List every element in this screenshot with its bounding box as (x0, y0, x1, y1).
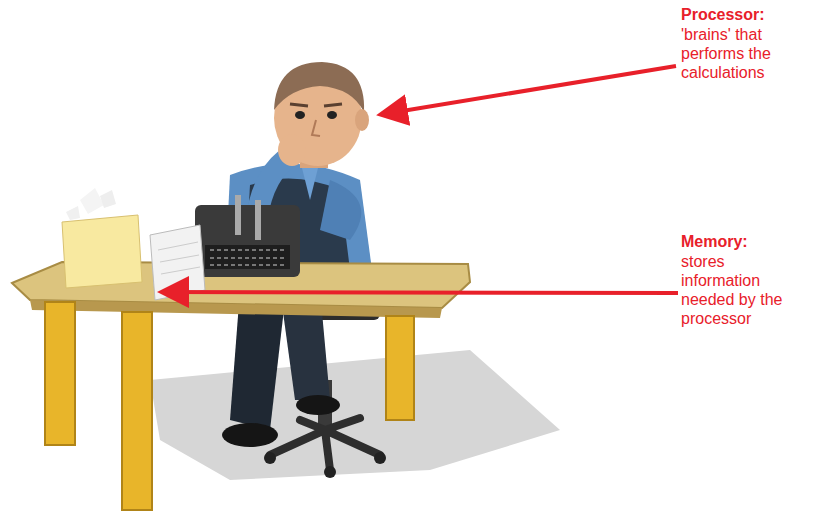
leader-arrow (165, 292, 678, 293)
paper-stack (62, 188, 142, 288)
typewriter (195, 195, 300, 277)
floor-shadow (150, 350, 560, 480)
leader-arrow (384, 66, 676, 114)
man-head (274, 62, 369, 168)
part-name: Memory: (681, 232, 831, 251)
desk (12, 262, 470, 510)
part-name: Processor: (681, 5, 831, 24)
part-description: stores information needed by the process… (681, 252, 801, 328)
part-description: 'brains' that performs the calculations (681, 25, 793, 82)
paper-strip (150, 225, 205, 300)
